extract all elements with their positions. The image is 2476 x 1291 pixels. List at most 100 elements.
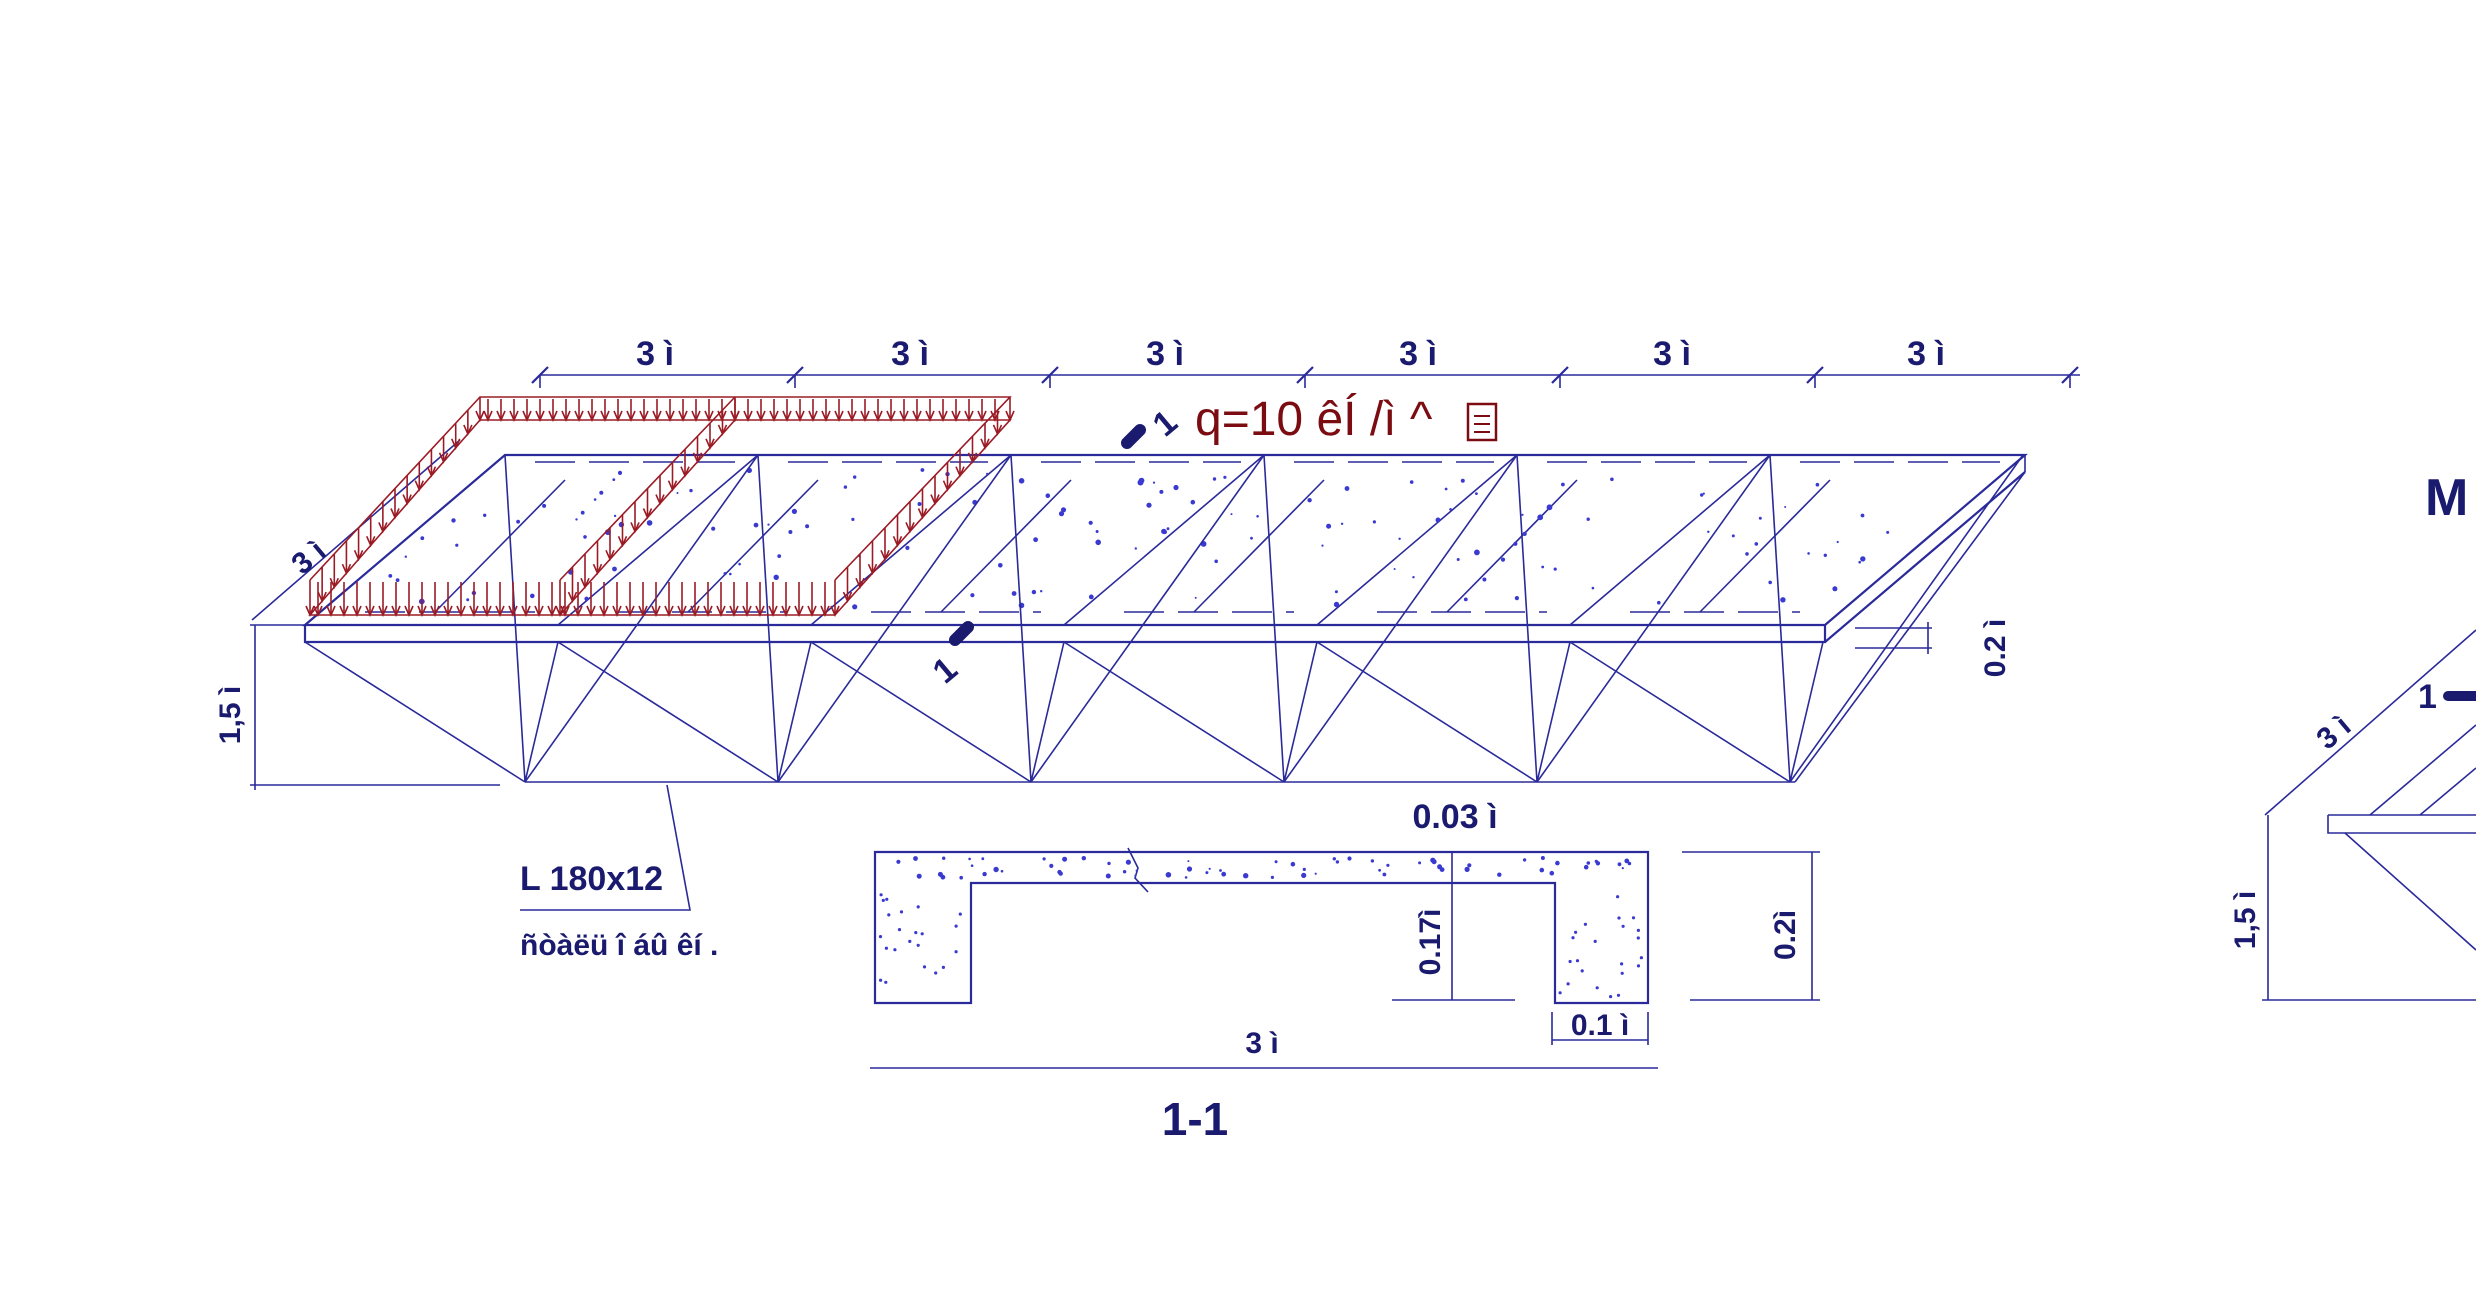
section-dot <box>913 856 918 861</box>
section-dot <box>954 924 958 928</box>
section-dot <box>1568 959 1572 964</box>
load-arrowhead <box>892 536 903 548</box>
concrete-dot <box>542 503 547 508</box>
concrete-dot <box>1521 513 1524 516</box>
section-dot <box>1566 982 1570 986</box>
section-dot <box>1184 876 1188 879</box>
concrete-dot <box>1541 565 1545 569</box>
section-marker-top: 1 <box>1121 403 1185 449</box>
load-arrowhead <box>535 410 545 422</box>
load-arrowhead <box>664 605 674 617</box>
concrete-dot <box>805 524 810 529</box>
concrete-dot <box>1463 597 1468 602</box>
section-dot <box>1000 869 1004 873</box>
span-labels: 3 ì 3 ì 3 ì 3 ì 3 ì 3 ì <box>636 335 1945 373</box>
section-dot <box>1314 872 1317 875</box>
load-arrowhead <box>402 494 412 506</box>
load-arrowhead <box>917 508 928 520</box>
concrete-dot <box>1033 537 1038 543</box>
truss-diagonal <box>557 641 779 783</box>
slab-rib-diagonal <box>687 479 819 613</box>
load-arrowhead <box>352 605 362 617</box>
concrete-dot <box>851 517 855 522</box>
load-arrowhead <box>353 549 364 562</box>
concrete-dot <box>905 545 910 551</box>
section-dot <box>1617 916 1621 920</box>
load-arrowhead <box>547 605 557 617</box>
load-arrowhead <box>729 605 739 617</box>
concrete-dot <box>388 574 393 578</box>
load-arrowhead <box>586 605 596 617</box>
section-dot <box>884 980 888 984</box>
load-arrowhead <box>600 410 610 422</box>
section-dot <box>1549 870 1555 876</box>
concrete-dot <box>1435 517 1441 523</box>
concrete-dot <box>1731 534 1735 538</box>
concrete-dot <box>1334 590 1338 594</box>
concrete-dot <box>1409 480 1414 484</box>
load-arrowhead <box>691 410 701 422</box>
concrete-dot <box>1372 520 1376 524</box>
concrete-dot <box>1553 567 1557 571</box>
concrete-dot <box>723 572 727 576</box>
concrete-dot <box>986 472 989 475</box>
load-arrowhead <box>867 563 878 576</box>
load-arrowhead <box>592 563 603 576</box>
load-arrowhead <box>703 605 713 617</box>
concrete-dot <box>1159 489 1164 494</box>
load-arrowhead <box>665 410 675 422</box>
section-dot <box>1418 861 1422 865</box>
load-arrowhead <box>561 410 571 422</box>
section-dot <box>884 946 889 950</box>
concrete-dot <box>1482 577 1487 582</box>
load-arrowhead <box>625 605 635 617</box>
load-arrowhead <box>639 410 649 422</box>
load-arrowhead <box>847 410 857 422</box>
concrete-dot <box>1256 515 1259 518</box>
concrete-dot <box>420 536 425 541</box>
height-label: 1,5 ì <box>214 686 247 744</box>
concrete-dot <box>1152 481 1156 484</box>
section-dot <box>1382 872 1387 877</box>
section-dot <box>1105 873 1111 879</box>
section-dot <box>1522 858 1527 862</box>
load-arrowhead <box>925 410 935 422</box>
load-arrowhead <box>680 466 690 478</box>
section-dot <box>1639 956 1643 960</box>
load-arrowhead <box>912 410 922 422</box>
concrete-dot <box>852 604 858 610</box>
truss-end <box>1794 471 2026 783</box>
concrete-dot <box>1807 552 1810 555</box>
section-dot <box>934 971 938 975</box>
concrete-dot <box>729 572 732 576</box>
load-arrowhead <box>716 605 726 617</box>
side-label: 3 ì <box>286 534 333 581</box>
slab-thickness-dimension: 0.2 ì <box>1855 619 2012 677</box>
truss-diagonal <box>304 641 526 783</box>
section-total-height: 0.2ì <box>1769 910 1802 960</box>
member-callout: L 180x12 ñòàëü î áû êí . <box>520 784 718 962</box>
section-top-dim: 0.03 ì <box>1412 798 1497 836</box>
truss <box>304 454 2026 783</box>
concrete-dot <box>1768 580 1772 585</box>
section-dot <box>1081 856 1087 861</box>
load-arrowhead <box>317 591 327 604</box>
load-arrowhead <box>508 605 518 617</box>
load-arrowhead <box>756 410 766 422</box>
concrete-dot <box>1326 523 1332 529</box>
load-arrowhead <box>692 452 703 464</box>
concrete-dot <box>451 518 456 523</box>
section-dot <box>1302 867 1306 872</box>
concrete-dot <box>1095 539 1101 546</box>
concrete-dot <box>738 562 741 566</box>
load-arrowhead <box>855 577 865 590</box>
section-dot <box>1627 861 1632 866</box>
section-dot <box>1187 860 1190 863</box>
load-arrowhead <box>475 410 485 422</box>
concrete-dot <box>1586 517 1590 521</box>
section-dot <box>1497 872 1502 877</box>
concrete-dot <box>689 488 693 493</box>
load-arrowhead <box>305 605 315 617</box>
section-dot <box>879 893 883 897</box>
section-dot <box>878 935 883 939</box>
